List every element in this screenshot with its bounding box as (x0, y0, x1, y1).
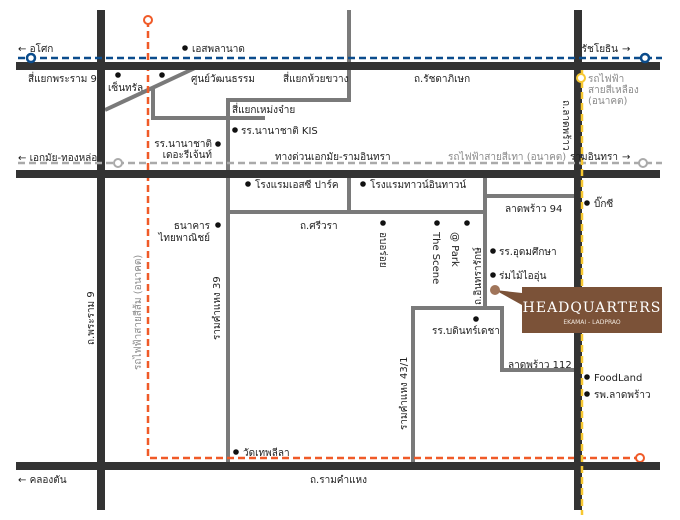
place-label: บิ๊กซี (594, 196, 613, 210)
direction-ramintra: รามอินทรา (570, 152, 618, 163)
yellow-station-icon (576, 73, 586, 83)
place-label: ร่มไม้ไออุ่น (499, 270, 547, 282)
road-label: สี่แยกพระราม 9 (28, 71, 97, 85)
place-label: เซ็นทรัล (108, 80, 143, 94)
places: เอสพลานาด เซ็นทรัล ศูนย์วัฒนธรรม รร.นานา… (108, 44, 651, 459)
road-label: ถ.อินทรารักษ์ (472, 247, 484, 305)
minor-roads (104, 10, 578, 466)
rail-label: รถไฟฟ้าสายสีส้ม (อนาคต) (132, 255, 144, 370)
direction-khlongton: ← คลองตัน (18, 475, 67, 486)
place-label: @ Park (449, 232, 460, 267)
place-label: ไทยพาณิชย์ (157, 232, 210, 244)
place-label: ธนาคาร (174, 221, 211, 232)
road-label: ถ.รัชดาภิเษก (414, 74, 470, 85)
place-label: ศูนย์วัฒนธรรม (191, 73, 255, 85)
headquarters-marker: HEADQUARTERS EKAMAI - LADPRAO (490, 285, 662, 333)
place-label: รร.นานาชาติ (154, 139, 212, 150)
place-label: รร.บดินทร์เดชา (432, 325, 500, 337)
place-label: The Scene (430, 231, 441, 284)
place-label: FoodLand (594, 373, 642, 384)
place-label: รร.อุดมศึกษา (499, 246, 557, 258)
place-label: อบอร่อย (377, 232, 388, 268)
orange-station-icon (635, 453, 645, 463)
direction-ratchayothin: รัชโยธิน (582, 42, 618, 55)
orange-station-icon (143, 15, 153, 25)
orange-line (146, 20, 640, 460)
road-label: รามคำแหง 43/1 (399, 357, 410, 430)
arrow-right-icon: → (622, 44, 630, 55)
arrow-right-icon: → (622, 152, 630, 163)
place-label: เอสพลานาด (192, 44, 245, 55)
location-pin-icon (490, 285, 500, 295)
hq-title: HEADQUARTERS (523, 300, 662, 316)
road-label: ถ.รามคำแหง (310, 475, 367, 486)
road-label: ถ.ศรีวรา (300, 220, 338, 232)
direction-ekkamai: ← เอกมัย-ทองหล่อ (18, 153, 97, 164)
rail-label: (อนาคต) (588, 96, 628, 107)
grey-station-icon (113, 158, 123, 168)
place-label: เดอะรีเจ้นท์ (163, 149, 212, 161)
place-label: รร.นานาชาติ KIS (241, 126, 318, 137)
road-label: สี่แยกห้วยขวาง (283, 71, 349, 85)
blue-station-icon (25, 52, 37, 64)
road-label: ถ.ลาดพร้าว (560, 100, 572, 151)
direction-okok: ← อโศก (18, 42, 53, 55)
rail-label: รถไฟฟ้าสายสีเทา (อนาคต) (448, 151, 566, 163)
place-label: วัดเทพลีลา (243, 447, 290, 459)
road-label: ลาดพร้าว 94 (505, 203, 562, 215)
place-label: โรงแรมทาวน์อินทาวน์ (370, 178, 466, 191)
blue-station-icon (639, 52, 651, 64)
grey-station-icon (638, 158, 648, 168)
rail-label: สายสีเหลือง (588, 84, 639, 96)
rail-label: รถไฟฟ้า (588, 73, 624, 85)
road-label: รามคำแหง 39 (212, 276, 223, 340)
road-label: ลาดพร้าว 112 (508, 359, 572, 371)
hq-subtitle: EKAMAI - LADPRAO (563, 319, 621, 326)
road-label: ถ.พระราม 9 (86, 291, 97, 345)
main-roads (16, 10, 660, 510)
place-label: รพ.ลาดพร้าว (594, 389, 651, 401)
road-label: สี่แยกเหม่งจ๋าย (232, 102, 295, 116)
road-label: ทางด่วนเอกมัย-รามอินทรา (275, 152, 391, 163)
place-label: โรงแรมเอสซี ปาร์ค (255, 178, 339, 191)
